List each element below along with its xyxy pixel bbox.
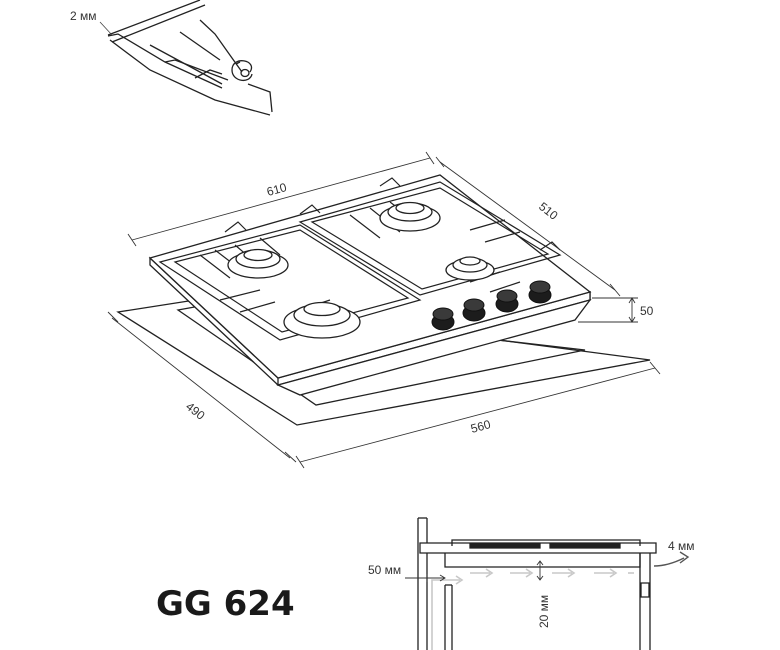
cutout-depth-dimension bbox=[108, 312, 296, 462]
side-gap-label: 50 мм bbox=[368, 563, 401, 577]
seal-detail-drawing bbox=[108, 0, 272, 115]
hob-height-label: 50 bbox=[640, 304, 654, 318]
model-name: GG 624 bbox=[156, 584, 295, 624]
hob-width-label: 610 bbox=[265, 180, 288, 199]
gap-label: 2 мм bbox=[70, 9, 97, 23]
knob-4 bbox=[529, 281, 551, 303]
hob-depth-label: 510 bbox=[536, 199, 561, 223]
knob-2 bbox=[463, 299, 485, 321]
side-gap-dimension bbox=[405, 574, 445, 582]
hob-depth-dimension bbox=[436, 157, 620, 296]
knob-1 bbox=[432, 308, 454, 330]
gap-leader-line bbox=[100, 22, 112, 35]
burner-front-left-large bbox=[284, 303, 360, 339]
burner-rear-left bbox=[228, 250, 288, 279]
cutout-width-dimension bbox=[296, 362, 660, 468]
burners bbox=[228, 203, 494, 339]
bottom-gap-dimension bbox=[537, 561, 543, 580]
airflow-arrows bbox=[432, 552, 688, 650]
knob-3 bbox=[496, 290, 518, 312]
burner-rear-right bbox=[380, 203, 440, 232]
installation-section bbox=[418, 518, 656, 650]
cutout-width-label: 560 bbox=[469, 417, 492, 436]
hob-height-dimension bbox=[578, 298, 638, 322]
bottom-gap-label: 20 мм bbox=[537, 595, 551, 628]
hob-width-dimension bbox=[128, 152, 434, 246]
rear-gap-label: 4 мм bbox=[668, 539, 695, 553]
control-knobs bbox=[432, 281, 551, 330]
burner-front-right-small bbox=[446, 257, 494, 280]
cutout-depth-label: 490 bbox=[183, 399, 208, 423]
